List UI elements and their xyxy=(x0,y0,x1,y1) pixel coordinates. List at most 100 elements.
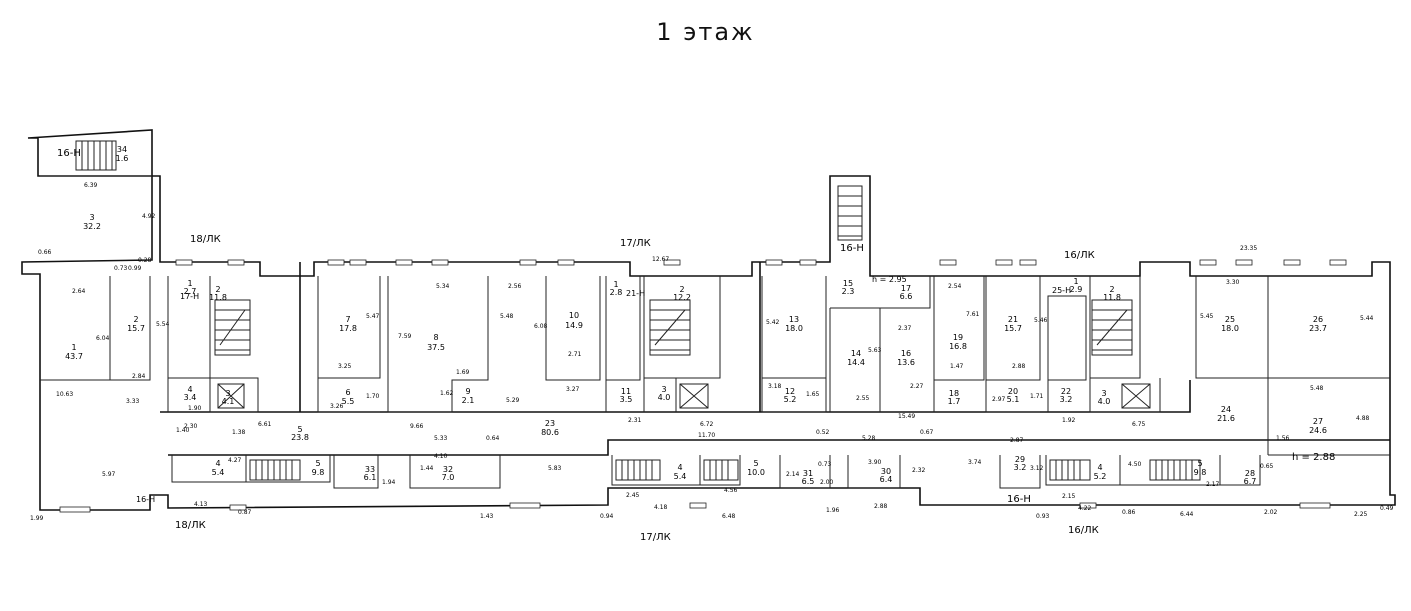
dimension: 5.44 xyxy=(1360,315,1374,322)
corridor-wall-bottom xyxy=(168,439,1390,456)
room-number: 7 xyxy=(345,315,350,324)
dimension: 3.30 xyxy=(1226,279,1240,286)
dimension: 5.47 xyxy=(366,313,380,320)
stair-icon xyxy=(75,140,117,171)
section-label: 18/ЛК xyxy=(190,234,221,245)
dimension: 1.96 xyxy=(826,507,840,514)
dimension: 1.44 xyxy=(420,465,434,472)
dimension: 1.40 xyxy=(176,427,190,434)
dimension: 1.56 xyxy=(1276,435,1290,442)
room-number: 12 xyxy=(785,387,795,396)
room-number: 32 xyxy=(443,465,453,474)
room-area: 1.7 xyxy=(948,397,961,406)
room-area: 18.0 xyxy=(1221,324,1239,333)
dimension: 4.50 xyxy=(1128,461,1142,468)
dimension: 6.04 xyxy=(96,335,110,342)
dimension: 4.27 xyxy=(228,457,242,464)
section-label: 16/ЛК xyxy=(1064,250,1095,261)
dimension: 11.70 xyxy=(698,432,715,439)
page-title: 1 этаж xyxy=(656,18,755,46)
room-number: 13 xyxy=(789,315,799,324)
room-area: 21.6 xyxy=(1217,414,1235,423)
window-marks xyxy=(59,259,1347,513)
room-number: 3 xyxy=(225,389,230,398)
dimension: 2.14 xyxy=(786,471,800,478)
room-number: 9 xyxy=(465,387,470,396)
stair-icon xyxy=(615,459,739,481)
unit-label: 16-Н xyxy=(1007,494,1031,505)
room-area: 6.5 xyxy=(802,477,815,486)
dimension: 1.92 xyxy=(1062,417,1076,424)
room-area: 2.7 xyxy=(184,287,197,296)
room-number: 2 xyxy=(133,315,138,324)
room-number: 3 xyxy=(1101,389,1106,398)
dimension: 5.29 xyxy=(506,397,520,404)
room-area: 5.5 xyxy=(342,397,355,406)
room-number: 27 xyxy=(1313,417,1323,426)
room-area: 32.2 xyxy=(83,222,101,231)
dimension: 5.28 xyxy=(862,435,876,442)
room-number: 23 xyxy=(545,419,555,428)
dimension: 2.87 xyxy=(1010,437,1024,444)
room-area: 3.2 xyxy=(1014,463,1027,472)
room-number: 11 xyxy=(621,387,631,396)
dimension: 5.83 xyxy=(548,465,562,472)
dimension: 5.54 xyxy=(156,321,170,328)
dimension: 1.99 xyxy=(30,515,44,522)
dimension: 10.63 xyxy=(56,391,73,398)
room-number: 4 xyxy=(215,459,220,468)
dimension: 0.64 xyxy=(486,435,500,442)
room-number: 2 xyxy=(1109,285,1114,294)
room-area: 2.8 xyxy=(610,288,623,297)
room-number: 24 xyxy=(1221,405,1231,414)
room-area: 4.0 xyxy=(658,393,671,402)
unit-label: 16-Н xyxy=(57,148,81,159)
room-area: 37.5 xyxy=(427,343,445,352)
dimension: 2.15 xyxy=(1062,493,1076,500)
dimension: 5.97 xyxy=(102,471,116,478)
dimension: 1.47 xyxy=(950,363,964,370)
unit-label: 16-Н xyxy=(840,243,864,254)
stair-icon xyxy=(1049,459,1201,481)
dimension: 6.72 xyxy=(700,421,714,428)
room-area: 5.1 xyxy=(1007,395,1020,404)
room-area: 5.4 xyxy=(674,472,687,481)
room-number: 5 xyxy=(297,425,302,434)
dimension: 2.88 xyxy=(874,503,888,510)
room-number: 10 xyxy=(569,311,579,320)
room-number: 33 xyxy=(365,465,375,474)
room-number: 14 xyxy=(851,349,861,358)
room-number: 20 xyxy=(1008,387,1018,396)
room-number: 5 xyxy=(1197,459,1202,468)
room-area: 6.7 xyxy=(1244,477,1257,486)
room-number: 30 xyxy=(881,467,891,476)
room-area: 4.1 xyxy=(222,397,235,406)
unit-label: 21-Н xyxy=(626,289,645,298)
dimension: 0.66 xyxy=(38,249,52,256)
room-area: 23.8 xyxy=(291,433,309,442)
stair-icon xyxy=(214,299,251,356)
room-area: 9.8 xyxy=(312,468,325,477)
dimension: 2.02 xyxy=(1264,509,1278,516)
room-number: 1 xyxy=(613,280,618,289)
room-area: 5.2 xyxy=(1094,472,1107,481)
room-number: 16 xyxy=(901,349,911,358)
dimension: 4.56 xyxy=(724,487,738,494)
dimension: 3.18 xyxy=(768,383,782,390)
unit-label: 17-Н xyxy=(180,292,199,301)
dimension: 7.59 xyxy=(398,333,412,340)
room-area: 2.1 xyxy=(462,396,475,405)
room-area: 11.8 xyxy=(1103,293,1121,302)
room-number: 4 xyxy=(677,463,682,472)
dimension: 5.42 xyxy=(766,319,780,326)
room-area: 1.6 xyxy=(116,154,129,163)
room-area: 14.4 xyxy=(847,358,865,367)
room-area: 6.6 xyxy=(900,292,913,301)
dimension: 12.67 xyxy=(652,256,669,263)
unit-label: 25-Н xyxy=(1052,286,1071,295)
stair-icon xyxy=(649,299,691,356)
unit-label: 16-Н xyxy=(136,495,155,504)
dimension: 1.62 xyxy=(440,390,454,397)
dimension: 6.44 xyxy=(1180,511,1194,518)
